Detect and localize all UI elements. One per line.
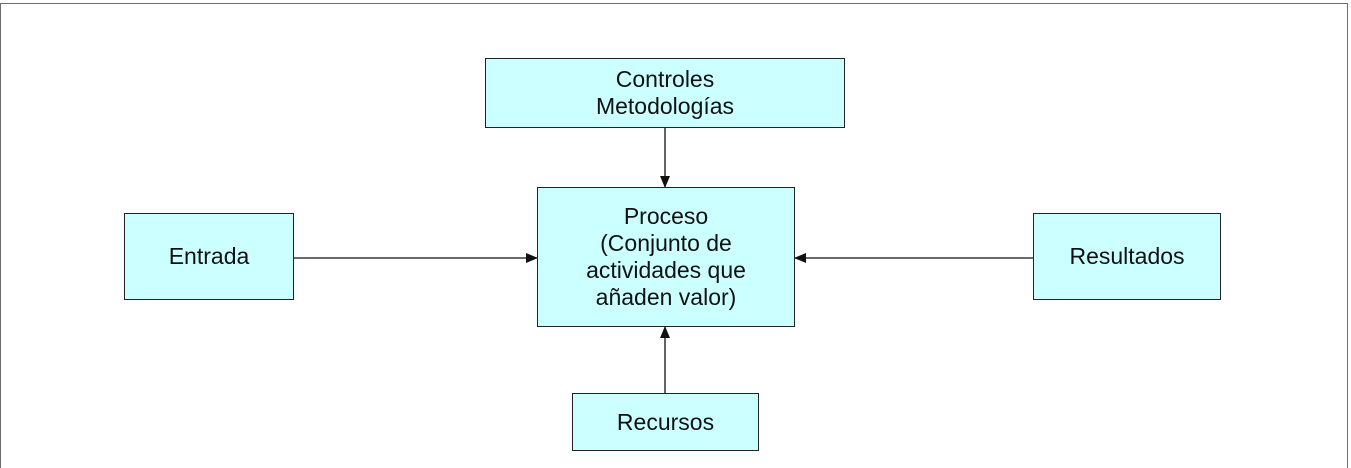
controles-line-2: Metodologías	[595, 93, 735, 119]
proceso-line-1: Proceso	[623, 203, 709, 229]
controles-line-1: Controles	[615, 66, 715, 92]
resultados-box: Resultados	[1033, 213, 1221, 300]
entrada-box: Entrada	[124, 213, 294, 300]
entrada-label: Entrada	[168, 243, 250, 269]
resultados-label: Resultados	[1069, 243, 1185, 269]
diagram-frame	[0, 3, 1348, 468]
controles-box: Controles Metodologías	[485, 58, 845, 128]
recursos-box: Recursos	[572, 393, 759, 451]
proceso-box: Proceso (Conjunto de actividades que aña…	[537, 187, 795, 327]
proceso-line-2: (Conjunto de	[600, 230, 732, 256]
proceso-line-3: actividades que	[586, 257, 746, 283]
proceso-line-4: añaden valor)	[595, 284, 737, 310]
recursos-label: Recursos	[616, 408, 715, 435]
